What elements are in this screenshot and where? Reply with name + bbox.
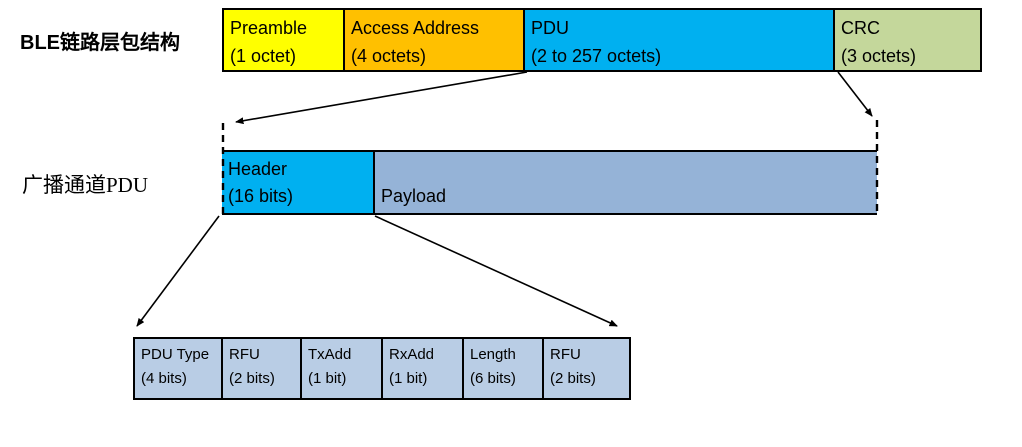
field-name: PDU xyxy=(531,18,570,38)
packet-structure-row: Preamble (1 octet) Access Address (4 oct… xyxy=(222,8,982,72)
field-pdu: PDU (2 to 257 octets) xyxy=(523,8,835,72)
field-name: RFU xyxy=(229,346,260,363)
field-payload: Payload xyxy=(373,150,877,215)
field-name: CRC xyxy=(841,18,880,38)
field-name: RxAdd xyxy=(389,346,435,363)
packet-row-label: BLE链路层包结构 xyxy=(20,32,180,54)
field-size: (1 bit) xyxy=(389,370,428,387)
field-size: (16 bits) xyxy=(228,186,294,206)
field-name: TxAdd xyxy=(308,346,352,363)
field-size: (4 bits) xyxy=(141,370,187,387)
field-size: (3 octets) xyxy=(841,46,917,66)
field-size: (4 octets) xyxy=(351,46,427,66)
field-crc: CRC (3 octets) xyxy=(833,8,982,72)
field-length: Length (6 bits) xyxy=(462,337,544,400)
field-txadd: TxAdd (1 bit) xyxy=(300,337,383,400)
field-name: Preamble xyxy=(230,18,308,38)
field-header: Header (16 bits) xyxy=(222,150,375,215)
field-size: (2 to 257 octets) xyxy=(531,46,662,66)
field-rfu-2: RFU (2 bits) xyxy=(542,337,631,400)
field-name: Payload xyxy=(381,186,447,206)
field-size: (6 bits) xyxy=(470,370,516,387)
field-access-address: Access Address (4 octets) xyxy=(343,8,525,72)
field-size: (1 octet) xyxy=(230,46,297,66)
field-rfu-1: RFU (2 bits) xyxy=(221,337,302,400)
arrow-header-right-expand xyxy=(374,215,618,327)
field-size: (2 bits) xyxy=(229,370,275,387)
field-rxadd: RxAdd (1 bit) xyxy=(381,337,464,400)
field-preamble: Preamble (1 octet) xyxy=(222,8,345,72)
arrow-pdu-right-expand xyxy=(837,71,873,117)
field-name: PDU Type xyxy=(141,346,210,363)
field-name: Access Address xyxy=(351,18,480,38)
arrow-pdu-left-expand xyxy=(235,71,528,125)
header-bits-row: PDU Type (4 bits) RFU (2 bits) TxAdd (1 … xyxy=(133,337,631,400)
field-size: (1 bit) xyxy=(308,370,347,387)
field-name: Length xyxy=(470,346,516,363)
field-pdu-type: PDU Type (4 bits) xyxy=(133,337,223,400)
advertising-pdu-row: Header (16 bits) Payload xyxy=(222,150,877,215)
field-name: Header xyxy=(228,159,288,179)
field-size: (2 bits) xyxy=(550,370,596,387)
arrow-header-left-expand xyxy=(136,215,220,327)
pdu-row-label: 广播通道PDU xyxy=(22,173,149,197)
field-name: RFU xyxy=(550,346,581,363)
